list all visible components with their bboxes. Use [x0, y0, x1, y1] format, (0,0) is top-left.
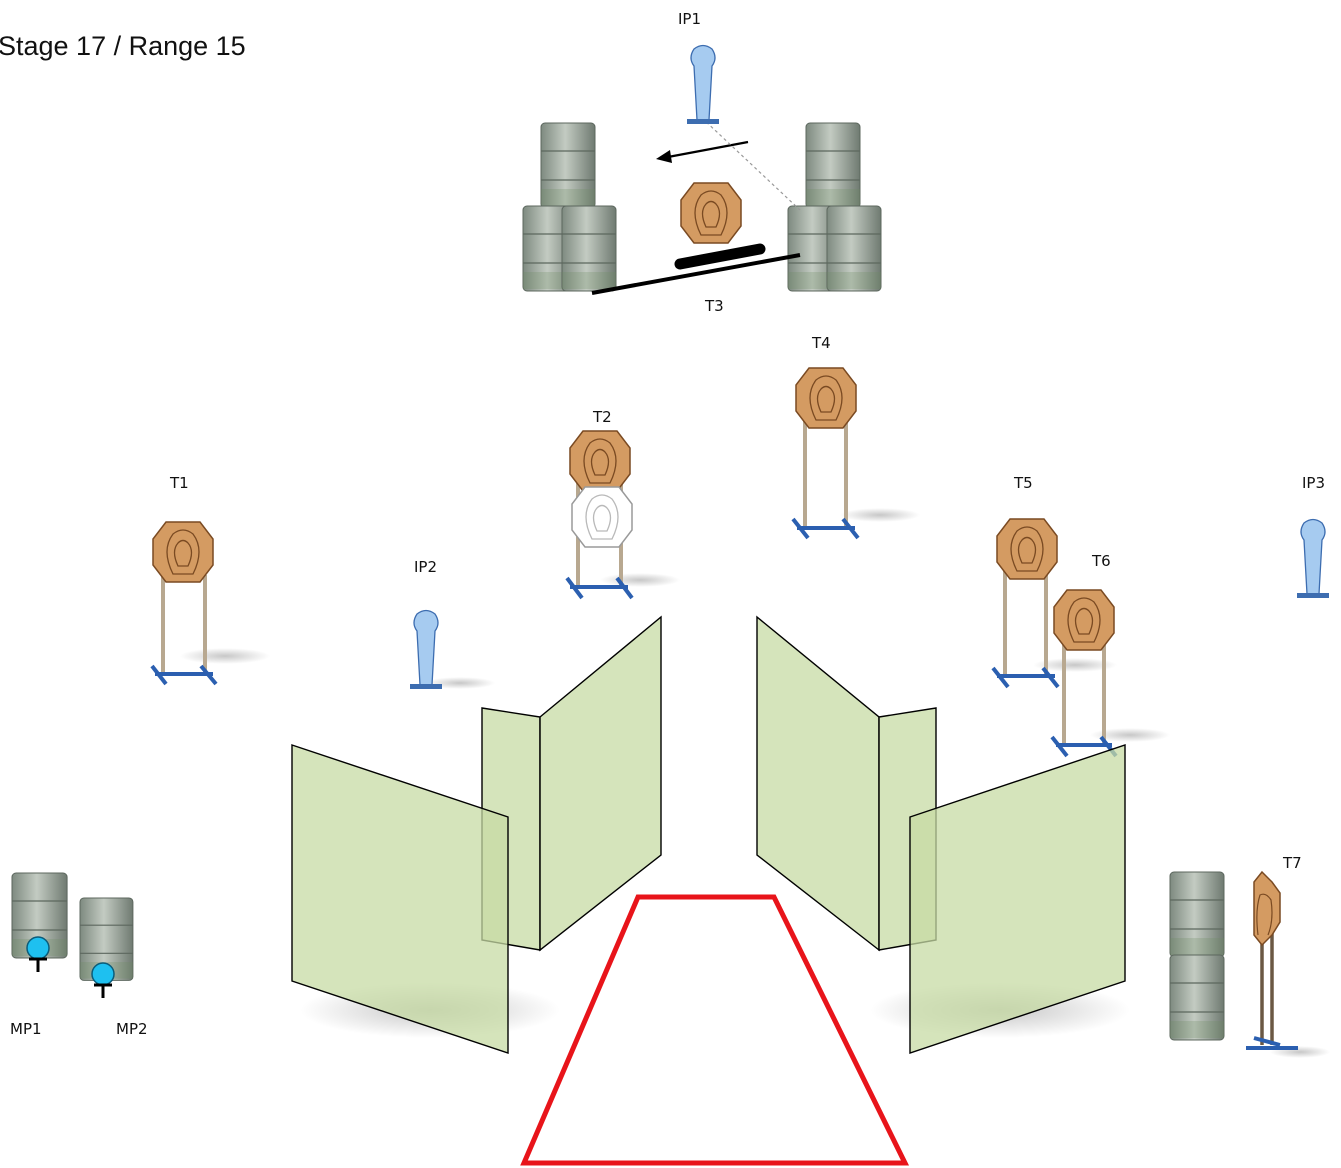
ip2-no-shoot-post-icon	[409, 609, 443, 690]
barrel-icon	[540, 122, 596, 209]
mini-popper-group	[11, 872, 134, 1000]
t4-target	[791, 367, 920, 540]
barrel-stack-left	[522, 122, 617, 292]
wall-right	[756, 615, 1130, 1054]
t5-label: T5	[1013, 474, 1033, 492]
t3-base	[674, 243, 766, 270]
mp2-label: MP2	[116, 1020, 148, 1038]
octagon-target-icon	[795, 367, 857, 429]
ip1-label: IP1	[678, 10, 701, 28]
barrel-icon	[1169, 871, 1225, 958]
octagon-target-icon	[996, 518, 1058, 580]
t6-target	[1050, 589, 1170, 758]
stage-title: Stage 17 / Range 15	[0, 31, 246, 61]
t4-label: T4	[811, 334, 831, 352]
mp1-mini-popper-icon	[25, 935, 51, 974]
arrow-head	[656, 150, 672, 163]
ip2-label: IP2	[414, 558, 437, 576]
mp2-mini-popper-icon	[90, 961, 116, 1000]
t2-label: T2	[592, 408, 612, 426]
movement-arrow-icon	[667, 140, 749, 159]
t3-track	[591, 253, 801, 295]
no-shoot-target-icon	[571, 486, 633, 548]
t3-label: T3	[704, 297, 724, 315]
t1-target	[150, 521, 270, 686]
ip2-shadow	[425, 677, 495, 689]
t6-label: T6	[1091, 552, 1111, 570]
ip1-sightline	[701, 117, 801, 211]
ip3-no-shoot-post-icon	[1296, 518, 1330, 599]
t2-target	[565, 430, 680, 600]
t7-label: T7	[1282, 854, 1302, 872]
mp1-label: MP1	[10, 1020, 42, 1038]
barrel-icon	[561, 205, 617, 292]
wall-left	[291, 615, 662, 1054]
t5-target	[991, 518, 1117, 689]
ip3-label: IP3	[1302, 474, 1325, 492]
barrel-stack-right	[787, 122, 882, 292]
shooting-box	[520, 894, 910, 1166]
t1-label: T1	[169, 474, 189, 492]
ip1-no-shoot-post-icon	[686, 44, 720, 125]
octagon-target-icon	[569, 430, 631, 492]
t3-octagon-target-icon	[680, 182, 742, 244]
octagon-target-icon	[1253, 870, 1281, 947]
barrel-icon	[826, 205, 882, 292]
barrel-icon	[805, 122, 861, 209]
octagon-target-icon	[152, 521, 214, 583]
octagon-target-icon	[1053, 589, 1115, 651]
barrel-icon	[1169, 954, 1225, 1041]
t7-target	[1169, 870, 1330, 1058]
